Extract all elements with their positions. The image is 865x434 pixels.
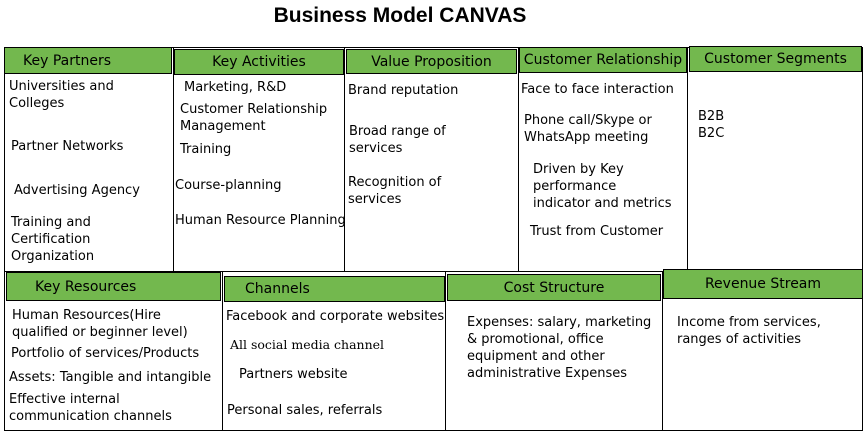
customer-segments-header: Customer Segments xyxy=(689,46,862,72)
customer-relationship-header: Customer Relationship xyxy=(519,47,687,73)
channels-header: Channels xyxy=(224,276,445,302)
key-partners-header: Key Partners xyxy=(4,47,172,74)
page-title: Business Model CANVAS xyxy=(273,4,527,27)
key-activity-item: Marketing, R&D xyxy=(184,80,287,95)
value-proposition-header: Value Proposition xyxy=(346,49,517,74)
customer-relationship-item: Trust from Customer xyxy=(530,224,664,239)
channel-item: Facebook and corporate websites xyxy=(226,309,445,324)
key-partner-item: Advertising Agency xyxy=(14,183,140,198)
key-resource-item: Assets: Tangible and intangible xyxy=(9,370,212,385)
key-activity-item: Course-planning xyxy=(175,178,282,193)
customer-segments-box xyxy=(687,47,863,272)
revenue-stream-header: Revenue Stream xyxy=(663,269,863,299)
key-partners-box xyxy=(4,47,174,272)
key-resource-item: Portfolio of services/Products xyxy=(11,346,200,361)
value-proposition-box xyxy=(344,47,519,272)
key-resources-header: Key Resources xyxy=(6,272,221,301)
channel-item: Partners website xyxy=(239,367,348,382)
value-proposition-item: Brand reputation xyxy=(348,83,459,98)
cost-structure-header: Cost Structure xyxy=(447,274,661,301)
customer-relationship-item: Face to face interaction xyxy=(521,82,674,97)
channel-item: Personal sales, referrals xyxy=(227,403,383,418)
channel-item: All social media channel xyxy=(230,337,385,352)
key-activities-box xyxy=(173,47,345,272)
key-activity-item: Training xyxy=(180,142,232,157)
key-partner-item: Partner Networks xyxy=(11,139,124,154)
key-activities-header: Key Activities xyxy=(174,49,344,75)
key-activity-item: Human Resource Planning xyxy=(175,213,346,228)
cost-structure-item: Expenses: salary, marketing& promotional… xyxy=(467,315,652,381)
revenue-stream-item: Income from services,ranges of activitie… xyxy=(677,315,821,347)
